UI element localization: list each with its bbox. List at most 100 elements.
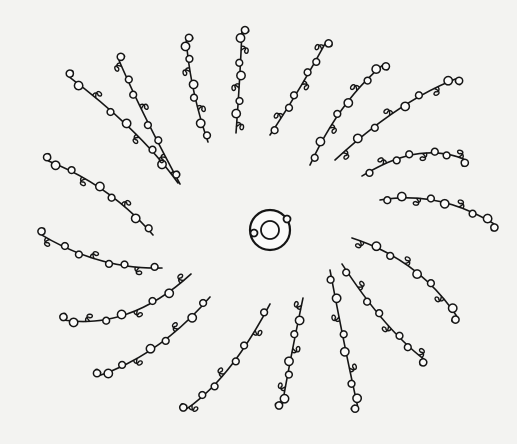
strand-bead — [241, 342, 248, 349]
strand-bead — [311, 154, 318, 161]
strand-bead — [401, 102, 409, 110]
strand-tip-bead — [93, 370, 100, 377]
strand-bead — [428, 195, 435, 202]
strand-bead — [441, 200, 449, 208]
strand-bead — [69, 318, 77, 326]
hub-left-knob — [251, 230, 258, 237]
strand-bead — [68, 167, 75, 174]
strand-bead — [372, 242, 380, 250]
strand-tip-bead — [352, 405, 359, 412]
strand-bead — [334, 111, 341, 118]
strand-bead — [344, 99, 352, 107]
strand-tip-bead — [461, 159, 468, 166]
strand-bead — [122, 119, 130, 127]
strand-bead — [416, 92, 423, 99]
strand-bead — [146, 345, 154, 353]
strand-bead — [74, 81, 82, 89]
strand-bead — [200, 300, 207, 307]
strand-bead — [396, 332, 403, 339]
strand-bead — [188, 314, 196, 322]
strand-bead — [372, 65, 380, 73]
central-hub — [250, 210, 291, 250]
strand-bead — [191, 94, 198, 101]
strand-bead — [316, 137, 324, 145]
strand-bead — [149, 298, 156, 305]
strand-bead — [125, 76, 132, 83]
strand-bead — [280, 395, 288, 403]
strand-bead — [145, 122, 152, 129]
strand-bead — [286, 371, 293, 378]
strand-tip-bead — [241, 27, 248, 34]
strand-bead — [199, 392, 206, 399]
strand-bead — [173, 171, 180, 178]
strand-tip-bead — [456, 77, 463, 84]
strand-bead — [237, 71, 245, 79]
hub-inner-ring — [261, 221, 279, 239]
strand-bead — [236, 98, 243, 105]
strand-bead — [106, 261, 113, 268]
strand-bead — [104, 369, 112, 377]
strand-bead — [107, 109, 114, 116]
strand-bead — [232, 358, 239, 365]
strand-bead — [117, 310, 125, 318]
strand-bead — [469, 210, 476, 217]
strand-bead — [404, 344, 411, 351]
strand-tip-bead — [66, 70, 73, 77]
strand-bead — [132, 214, 140, 222]
strand-bead — [384, 197, 391, 204]
strand-tip-bead — [60, 313, 67, 320]
strand-bead — [271, 127, 278, 134]
strand-bead — [151, 264, 158, 271]
strand-bead — [444, 77, 452, 85]
strand-bead — [149, 146, 156, 153]
strand-bead — [341, 348, 349, 356]
strand-bead — [364, 298, 371, 305]
strand-bead — [51, 161, 59, 169]
strand-bead — [96, 182, 104, 190]
strand-bead — [364, 77, 371, 84]
strand-bead — [189, 80, 197, 88]
strand-bead — [483, 214, 491, 222]
strand-tip-bead — [325, 40, 332, 47]
strand-bead — [62, 243, 69, 250]
strand-bead — [431, 148, 438, 155]
strand-bead — [162, 338, 169, 345]
strand-bead — [393, 157, 400, 164]
hub-right-knob — [284, 216, 291, 223]
strand-tip-bead — [491, 224, 498, 231]
strand-bead — [103, 317, 110, 324]
strand-bead — [236, 34, 244, 42]
strand-bead — [371, 124, 378, 131]
strand-bead — [343, 269, 350, 276]
strand-bead — [406, 151, 413, 158]
strand-bead — [348, 380, 355, 387]
strand-bead — [398, 192, 406, 200]
strand-bead — [291, 92, 298, 99]
strand-bead — [313, 59, 320, 66]
strand-bead — [76, 251, 83, 258]
strand-bead — [327, 276, 334, 283]
strand-bead — [211, 383, 218, 390]
strand-bead — [353, 394, 361, 402]
strand-bead — [181, 42, 189, 50]
strand-bead — [121, 261, 128, 268]
strand-bead — [108, 194, 115, 201]
strand-bead — [186, 56, 193, 63]
strand-bead — [304, 69, 311, 76]
strand-bead — [387, 253, 394, 260]
strand-tip-bead — [117, 53, 124, 60]
strand-bead — [295, 316, 303, 324]
strand-bead — [286, 104, 293, 111]
strand-bead — [236, 59, 243, 66]
strand-bead — [366, 170, 373, 177]
strand-tip-bead — [185, 34, 192, 41]
strand-bead — [291, 331, 298, 338]
strand-bead — [376, 310, 383, 317]
strand-tip-bead — [452, 316, 459, 323]
strand-bead — [413, 270, 421, 278]
strand-tip-bead — [420, 359, 427, 366]
strand-bead — [261, 309, 268, 316]
strand-tip-bead — [180, 404, 187, 411]
strand-bead — [428, 280, 435, 287]
strand-bead — [197, 119, 205, 127]
